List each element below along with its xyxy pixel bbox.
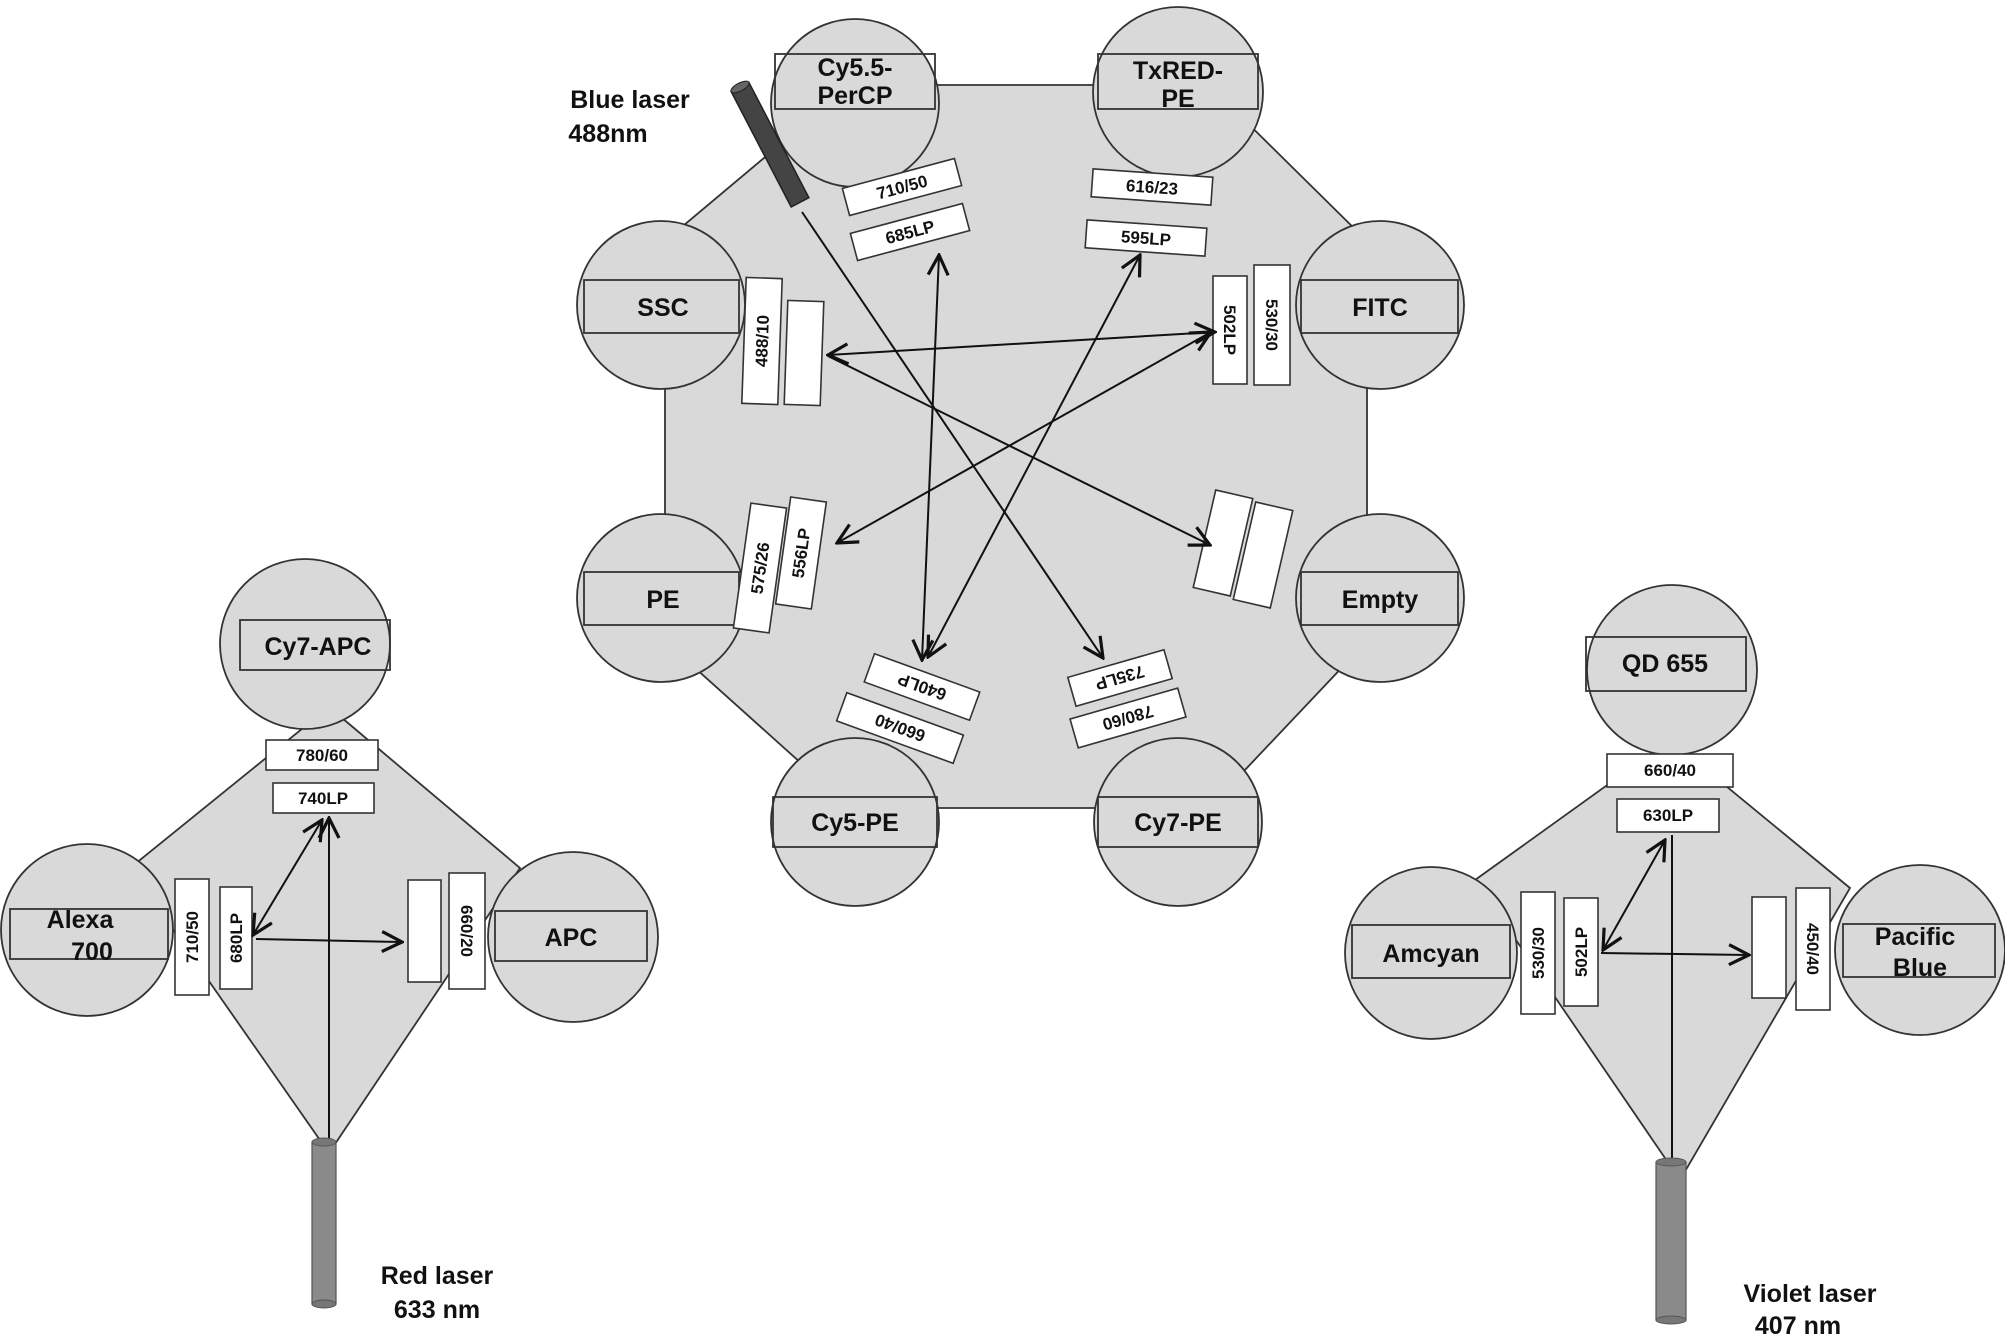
detector-label: QD 655 [1622, 650, 1708, 678]
filter-710-50-red: 710/50 [174, 878, 210, 996]
red-laser-wavelength: 633 nm [394, 1296, 480, 1324]
detector-qd655: QD 655 [1585, 584, 1758, 756]
detector-label: Cy7-APC [265, 633, 372, 661]
detector-amcyan: Amcyan [1344, 866, 1518, 1040]
detector-label: 700 [71, 938, 113, 966]
detector-txred-pe: TxRED- PE [1092, 6, 1264, 178]
detector-apc: APC [487, 851, 659, 1023]
detector-alexa-700: Alexa 700 [0, 843, 174, 1017]
svg-text:616/23: 616/23 [1125, 176, 1178, 199]
svg-text:530/30: 530/30 [1529, 927, 1548, 979]
red-laser-detector-array: Cy7-APC Alexa 700 APC 780/60 740LP 710/5… [0, 558, 659, 1324]
filter-530-30-violet: 530/30 [1520, 891, 1556, 1015]
detector-label: PE [646, 586, 679, 614]
svg-text:450/40: 450/40 [1803, 923, 1822, 975]
violet-laser-detector-array: QD 655 Amcyan Pacific Blue 660/40 630LP … [1344, 584, 2005, 1336]
detector-label: Cy5-PE [811, 809, 899, 837]
red-light-paths [253, 818, 402, 1152]
filter-630lp-violet: 630LP [1616, 798, 1720, 833]
detector-label: Cy5.5- [817, 54, 892, 82]
detector-label: PE [1161, 85, 1194, 113]
filter-450-40-violet: 450/40 [1795, 887, 1831, 1011]
violet-laser-name: Violet laser [1744, 1280, 1877, 1308]
filter-blank-ssc [783, 299, 825, 407]
octagon-detector-array: Cy5.5- PerCP TxRED- PE FITC Empty Cy7-PE [568, 6, 1465, 907]
filter-660-20-red: 660/20 [448, 872, 486, 990]
detector-pe: PE [576, 513, 746, 683]
filter-710-50: 710/50 [841, 157, 963, 217]
filter-740lp-red: 740LP [272, 782, 375, 814]
detector-label: Alexa [47, 906, 115, 934]
svg-text:488/10: 488/10 [752, 315, 773, 368]
svg-text:530/30: 530/30 [1262, 299, 1281, 351]
svg-text:502LP: 502LP [1220, 305, 1239, 355]
violet-laser [1655, 1157, 1687, 1325]
detector-label: APC [545, 924, 598, 952]
detector-label: Cy7-PE [1134, 809, 1222, 837]
violet-light-paths [1600, 835, 1749, 1162]
svg-text:595LP: 595LP [1120, 227, 1171, 249]
detector-label: Pacific [1875, 923, 1956, 951]
detector-pacific-blue: Pacific Blue [1834, 864, 2005, 1036]
detector-label: SSC [637, 294, 688, 322]
filter-575-26: 575/26 [732, 502, 788, 634]
filter-blank-empty-2 [1232, 501, 1294, 609]
detector-empty: Empty [1295, 513, 1465, 683]
filter-660-40-violet: 660/40 [1606, 753, 1734, 788]
detector-label: FITC [1352, 294, 1408, 322]
detector-cy7-apc: Cy7-APC [219, 558, 391, 730]
svg-text:680LP: 680LP [227, 913, 246, 963]
detector-ssc: SSC [576, 220, 746, 390]
detector-cy7-pe: Cy7-PE [1093, 737, 1263, 907]
detector-label: TxRED- [1133, 57, 1223, 85]
detector-fitc: FITC [1295, 220, 1465, 390]
red-laser [311, 1137, 337, 1309]
detector-label: PerCP [817, 82, 892, 110]
filter-780-60-red: 780/60 [265, 739, 379, 771]
violet-laser-wavelength: 407 nm [1755, 1312, 1841, 1336]
blue-laser-name: Blue laser [570, 86, 690, 114]
filter-530-30: 530/30 [1253, 264, 1291, 386]
filter-556lp: 556LP [774, 496, 828, 610]
filter-680lp-red: 680LP [219, 886, 253, 990]
detector-label: Amcyan [1382, 940, 1479, 968]
filter-502lp-violet: 502LP [1563, 897, 1599, 1007]
detector-label: Empty [1342, 586, 1419, 614]
filter-blank-red [407, 879, 442, 983]
svg-text:660/20: 660/20 [457, 905, 476, 957]
svg-text:780/60: 780/60 [296, 746, 348, 765]
filter-488-10: 488/10 [740, 276, 784, 406]
red-laser-name: Red laser [381, 1262, 494, 1290]
blue-laser [730, 80, 810, 208]
octagon-panel [664, 84, 1368, 809]
svg-text:710/50: 710/50 [183, 911, 202, 963]
light-paths [801, 211, 1215, 660]
detector-cy55-percp: Cy5.5- PerCP [770, 18, 940, 188]
filter-780-60: 780/60 [1069, 687, 1187, 749]
filter-blank-violet [1751, 896, 1787, 999]
svg-text:740LP: 740LP [298, 789, 348, 808]
svg-text:660/40: 660/40 [1644, 761, 1696, 780]
svg-text:630LP: 630LP [1643, 806, 1693, 825]
filter-595lp: 595LP [1084, 218, 1208, 258]
filter-735lp: 735LP [1066, 648, 1174, 708]
detector-cy5-pe: Cy5-PE [770, 737, 940, 907]
detector-label: Blue [1893, 954, 1947, 982]
filter-502lp: 502LP [1212, 275, 1248, 385]
blue-laser-wavelength: 488nm [568, 120, 647, 148]
filter-616-23: 616/23 [1090, 167, 1214, 207]
svg-text:502LP: 502LP [1572, 927, 1591, 977]
